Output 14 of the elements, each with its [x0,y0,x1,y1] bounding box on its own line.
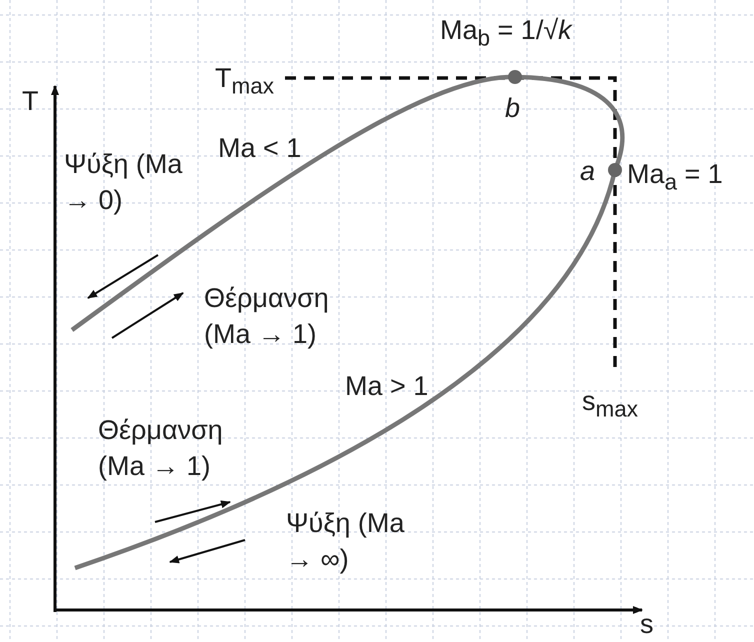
process-label: Ψύξη (Ma → 0) [64,148,184,217]
mach-region-label: Ma < 1 [218,132,302,164]
process-label: Ψύξη (Ma → ∞) [286,507,406,576]
process-label: Θέρμανση (Ma → 1) [98,414,224,483]
max-temperature-label: T$_{max}$ [215,62,274,100]
mach-region-label: Ma > 1 [345,370,428,402]
s-axis-label: s [640,608,654,640]
t-axis-label: T [22,85,38,117]
point-label: a [580,155,596,187]
sonic-condition-label: Ma$_{b}$ = 1/√k [440,14,572,52]
process-label: Θέρμανση (Ma → 1) [204,282,330,351]
point-label: b [505,92,520,124]
max-entropy-label: s$_{max}$ [582,385,638,424]
sonic-condition-label: Ma$_{a}$ = 1 [627,158,723,196]
